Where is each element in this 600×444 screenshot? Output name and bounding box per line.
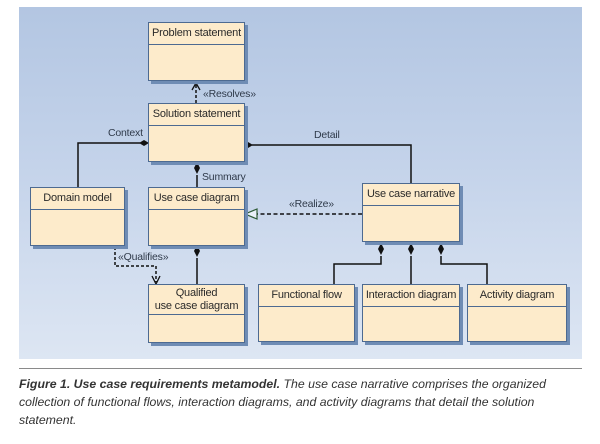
activity-diamond	[438, 243, 444, 255]
class-name: Functional flow	[259, 285, 354, 307]
class-name: Activity diagram	[468, 285, 566, 307]
class-name: Domain model	[31, 188, 124, 210]
detail-diamond	[243, 142, 253, 148]
qualifies-connector	[114, 247, 157, 282]
class-solution-statement: Solution statement	[148, 103, 245, 162]
class-activity-diagram: Activity diagram	[467, 284, 567, 342]
label-realize: «Realize»	[289, 198, 334, 210]
class-name: Solution statement	[149, 104, 244, 126]
class-name: Use case diagram	[149, 188, 244, 210]
functional-flow-connector	[333, 256, 382, 284]
activity-connector	[440, 256, 488, 284]
label-detail: Detail	[314, 129, 340, 141]
caption-title: Figure 1. Use case requirements metamode…	[19, 377, 281, 391]
class-name: Problem statement	[149, 23, 244, 45]
resolves-arrowhead	[191, 81, 201, 91]
class-name-line-2: use case diagram	[154, 300, 239, 312]
class-problem-statement: Problem statement	[148, 22, 245, 81]
class-use-case-narrative: Use case narrative	[362, 183, 460, 242]
class-name: Qualified use case diagram	[149, 285, 244, 315]
class-name-line-1: Qualified	[175, 287, 218, 299]
functional-flow-diamond	[378, 243, 384, 255]
class-name: Use case narrative	[363, 184, 459, 206]
realize-triangle	[243, 208, 258, 220]
context-connector	[77, 142, 140, 187]
label-summary: Summary	[202, 171, 246, 183]
class-functional-flow: Functional flow	[258, 284, 355, 342]
class-interaction-diagram: Interaction diagram	[362, 284, 460, 342]
class-name: Interaction diagram	[363, 285, 459, 307]
caption-divider	[19, 368, 582, 369]
caption-body: The use case narrative comprises the org…	[19, 377, 546, 427]
interaction-diamond	[408, 243, 414, 255]
detail-connector	[252, 144, 412, 183]
class-domain-model: Domain model	[30, 187, 125, 246]
class-qualified-use-case-diagram: Qualified use case diagram	[148, 284, 245, 343]
context-diamond	[139, 140, 149, 146]
composition-diamond	[194, 245, 200, 257]
figure-caption: Figure 1. Use case requirements metamode…	[19, 375, 584, 429]
label-qualifies: «Qualifies»	[118, 251, 169, 263]
label-resolves: «Resolves»	[203, 88, 256, 100]
class-use-case-diagram: Use case diagram	[148, 187, 245, 246]
summary-diamond	[194, 162, 200, 174]
label-context: Context	[108, 127, 143, 139]
